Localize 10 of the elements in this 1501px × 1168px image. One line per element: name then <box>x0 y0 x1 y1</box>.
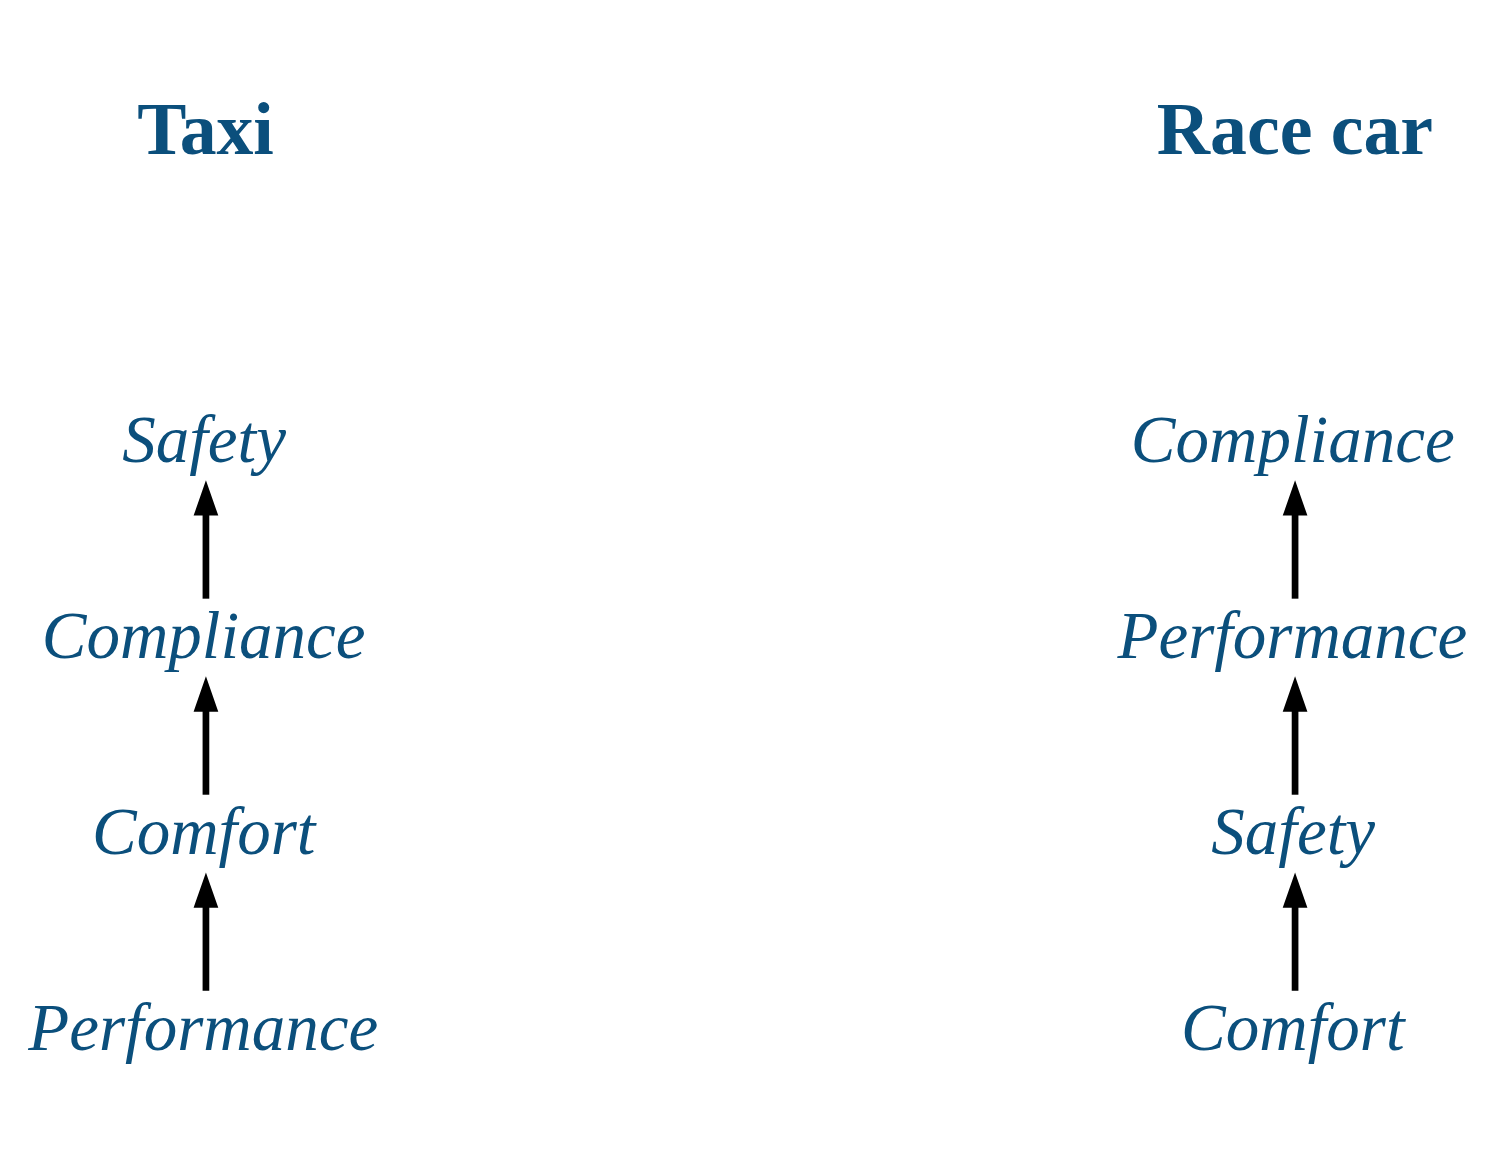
node-text: Performance <box>1117 597 1468 672</box>
label: Taxi <box>137 87 274 170</box>
node-text: Compliance <box>1130 401 1455 476</box>
label: Race car <box>1156 87 1434 170</box>
node-text: Comfort <box>1181 989 1405 1064</box>
node-text: Performance <box>28 989 379 1064</box>
node-text: Safety <box>122 401 286 476</box>
node-text: Compliance <box>41 597 366 672</box>
node-text: Safety <box>1211 793 1376 868</box>
node-text: Comfort <box>91 793 316 868</box>
